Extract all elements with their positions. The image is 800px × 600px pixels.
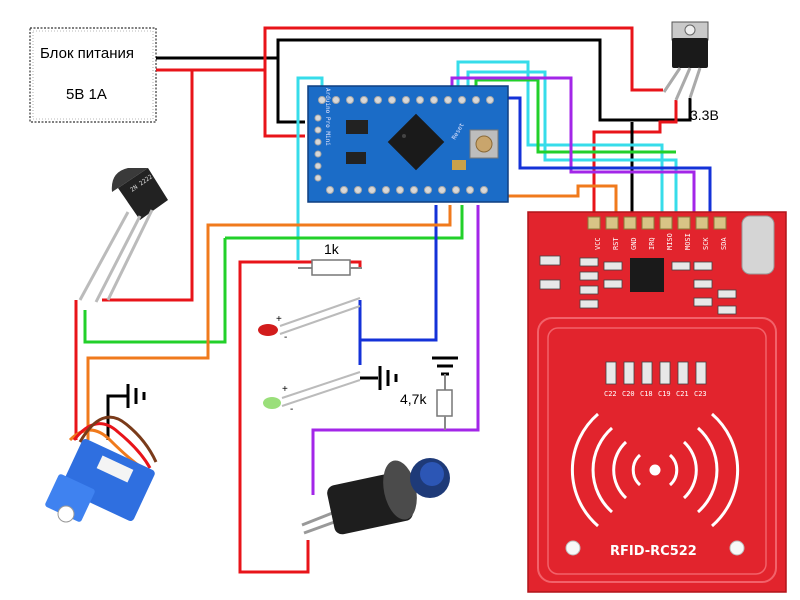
wire-blue-1 — [508, 96, 712, 215]
ground-symbol-led — [378, 366, 398, 390]
resistor-4k7-label: 4,7k — [400, 391, 427, 407]
transistor: 2N 2222 — [78, 168, 168, 303]
rfid-cap-c19: C19 — [658, 390, 671, 398]
rfid-pin-labels: VCC RST GND IRQ MISO MOSI SCK SDA — [594, 233, 728, 250]
rfid-pin-sda: SDA — [720, 237, 728, 250]
resistor-1k-label: 1k — [324, 241, 340, 257]
rfid-cap-row — [605, 361, 707, 385]
rfid-smd-parts — [539, 255, 737, 315]
push-button — [301, 458, 450, 535]
wire-purple-2 — [311, 205, 480, 495]
led-green: + - — [263, 371, 361, 415]
wire-orange-2 — [498, 184, 618, 215]
led-red-plus: + — [276, 314, 282, 325]
wire-green-3 — [83, 238, 227, 344]
wire-red-trans — [102, 70, 194, 302]
rfid-pin-irq: IRQ — [648, 237, 656, 250]
rfid-chip — [630, 258, 664, 292]
wire-cyan-2 — [456, 60, 664, 215]
arduino-name: Arduino Pro Mini — [324, 88, 331, 146]
rfid-pin-header — [587, 216, 727, 230]
arduino-pro-mini: Arduino Pro Mini Reset — [307, 85, 509, 203]
rfid-cap-c20: C20 — [622, 390, 635, 398]
wire-reg-out — [592, 100, 678, 215]
rfid-cap-labels: C22 C20 C18 C19 C21 C23 — [604, 390, 707, 398]
rfid-pin-miso: MISO — [666, 233, 674, 250]
wire-blue-2 — [360, 205, 438, 342]
arduino-pins-bottom — [326, 186, 488, 194]
power-supply-title: Блок питания — [40, 45, 134, 62]
arduino-reset-button — [469, 129, 499, 159]
wire-cyan-1 — [296, 76, 324, 260]
wire-purple-1 — [450, 76, 696, 215]
wire-red-led — [238, 260, 362, 574]
led-red: + - — [258, 297, 361, 343]
rfid-pin-rst: RST — [612, 237, 620, 250]
power-supply-rating: 5В 1А — [66, 86, 107, 103]
wire-ps-vcc — [156, 26, 663, 92]
rfid-cap-c18: C18 — [640, 390, 653, 398]
rfid-pin-vcc: VCC — [594, 237, 602, 250]
servo-motor — [45, 415, 158, 523]
led-green-minus: - — [290, 404, 293, 415]
rfid-cap-c23: C23 — [694, 390, 707, 398]
arduino-pins-top — [318, 96, 494, 104]
ground-symbol-servo — [126, 384, 146, 408]
regulator-label: 3.3В — [690, 107, 719, 123]
arduino-pins-side — [314, 114, 322, 182]
rfid-antenna — [537, 317, 777, 583]
rfid-cap-c21: C21 — [676, 390, 689, 398]
rfid-cap-c22: C22 — [604, 390, 617, 398]
led-red-minus: - — [284, 332, 287, 343]
rfid-rc522: VCC RST GND IRQ MISO MOSI SCK SDA — [527, 211, 787, 593]
wire-green-2 — [225, 205, 464, 240]
rfid-pin-sck: SCK — [702, 237, 710, 250]
resistor-1k: 1k — [298, 241, 362, 276]
wire-orange-1 — [86, 205, 452, 440]
rfid-title: RFID-RC522 — [610, 544, 697, 559]
rfid-wave-icon — [570, 412, 740, 528]
rfid-pin-gnd: GND — [630, 237, 638, 250]
voltage-regulator: 3.3В — [662, 21, 719, 123]
wire-ps-vcc-arduino — [263, 70, 305, 138]
led-green-plus: + — [282, 384, 288, 395]
rfid-pin-mosi: MOSI — [684, 233, 692, 250]
wire-ps-gnd-arduino — [276, 58, 305, 124]
resistor-4k7: 4,7k — [400, 356, 458, 430]
power-supply: Блок питания 5В 1А — [29, 27, 157, 123]
